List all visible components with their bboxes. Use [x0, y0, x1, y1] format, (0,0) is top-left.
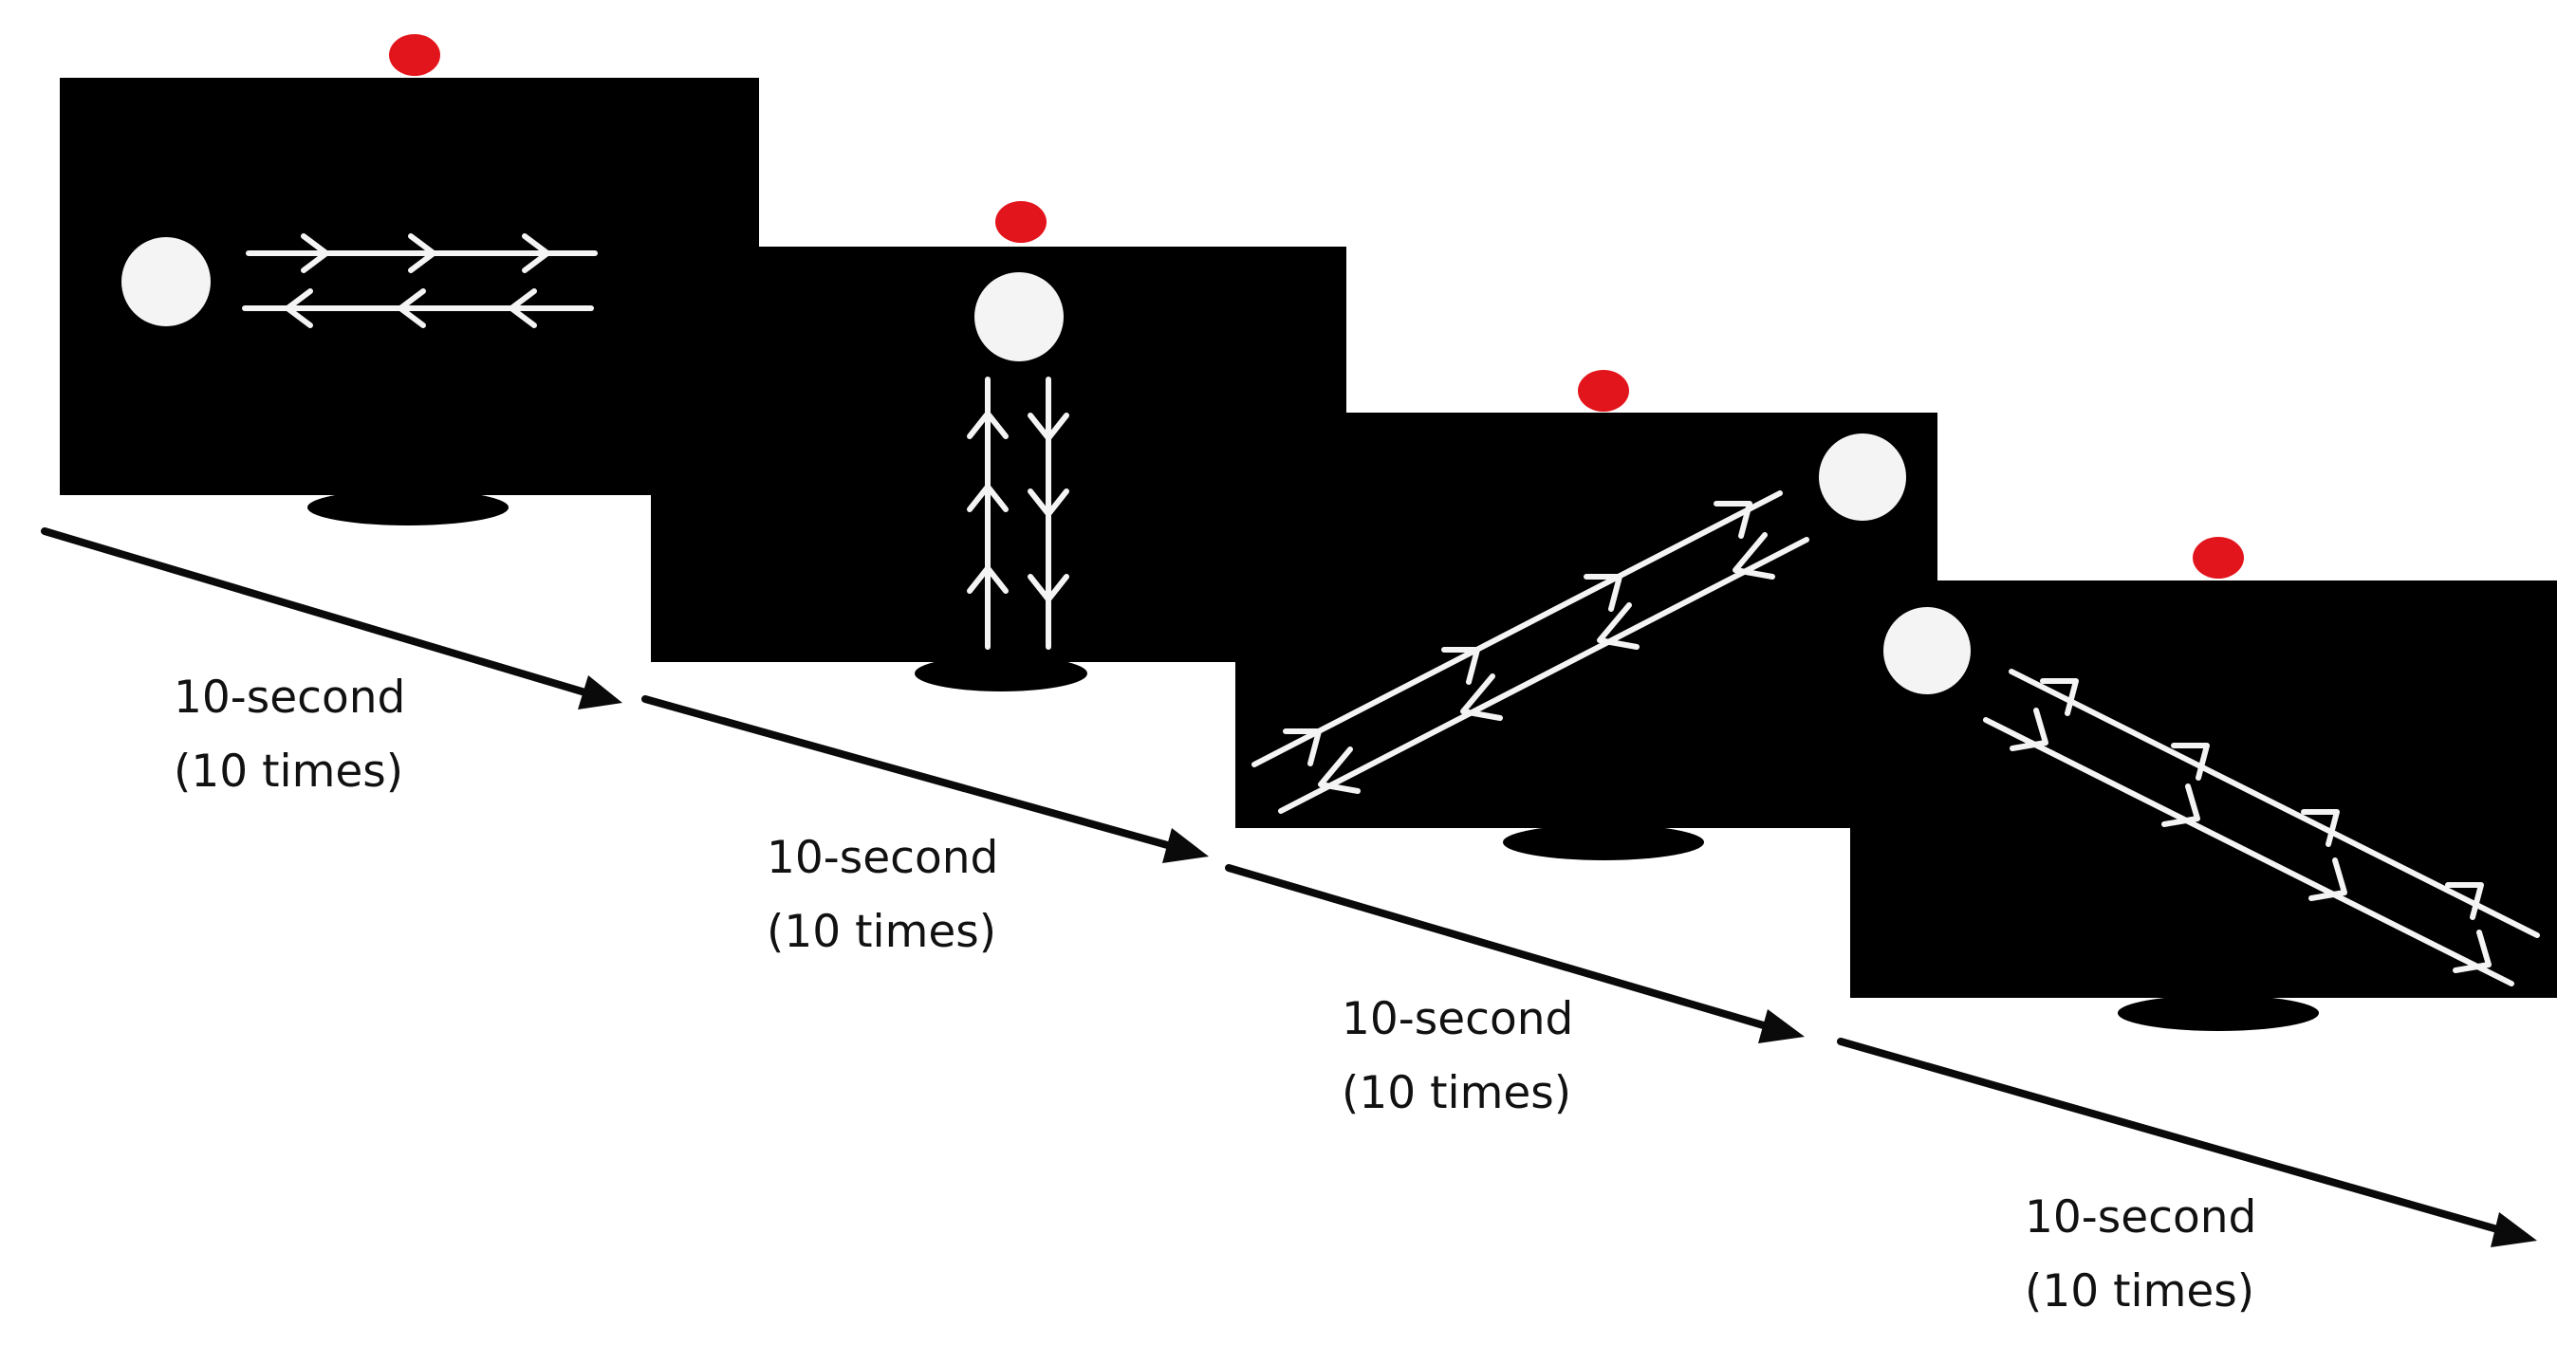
timeline-arrowhead-3 [1758, 1009, 1805, 1043]
duration-text: 10-second [174, 672, 406, 724]
diagonal-up-arrows-icon [1251, 490, 1809, 814]
duration-text: 10-second [2025, 1191, 2257, 1244]
timeline-arrowhead-1 [578, 675, 622, 709]
monitor-stage-1 [60, 34, 759, 525]
timeline-arrow-3 [1225, 864, 1770, 1030]
red-dot-icon [1578, 370, 1629, 412]
timeline-arrows [41, 527, 2537, 1247]
stage-2-duration-label: 10-second (10 times) [767, 821, 998, 969]
stage-3-duration-label: 10-second (10 times) [1342, 983, 1573, 1131]
duration-text: 10-second [767, 832, 999, 884]
timeline-arrowhead-4 [2491, 1212, 2537, 1247]
monitor-stand [2118, 995, 2319, 1031]
repeat-text: (10 times) [174, 746, 404, 798]
white-circle-icon [1819, 433, 1906, 521]
monitor-stage-3 [1235, 370, 1937, 860]
monitor-stage-2 [651, 201, 1346, 691]
repeat-text: (10 times) [1342, 1067, 1572, 1119]
timeline-arrow-1 [41, 527, 592, 697]
white-circle-icon [974, 272, 1064, 361]
diagonal-down-arrows-icon [1983, 669, 2540, 986]
duration-text: 10-second [1342, 993, 1574, 1045]
repeat-text: (10 times) [767, 906, 997, 958]
stage-1-duration-label: 10-second (10 times) [174, 661, 405, 809]
stage-4-duration-label: 10-second (10 times) [2025, 1181, 2256, 1329]
monitor-stand [915, 655, 1087, 691]
white-circle-icon [121, 237, 211, 326]
monitor-stand [1503, 824, 1704, 860]
white-circle-icon [1883, 607, 1971, 694]
red-dot-icon [389, 34, 440, 76]
monitor-stage-4 [1850, 537, 2557, 1031]
monitor-stand [307, 489, 509, 525]
vertical-arrows-icon [967, 377, 1069, 650]
horizontal-arrows-icon [242, 233, 598, 328]
red-dot-icon [995, 201, 1047, 243]
timeline-arrowhead-2 [1162, 828, 1209, 863]
repeat-text: (10 times) [2025, 1265, 2255, 1317]
timeline-arrow-2 [641, 695, 1175, 850]
timeline-arrow-4 [1837, 1038, 2501, 1233]
red-dot-icon [2193, 537, 2244, 579]
